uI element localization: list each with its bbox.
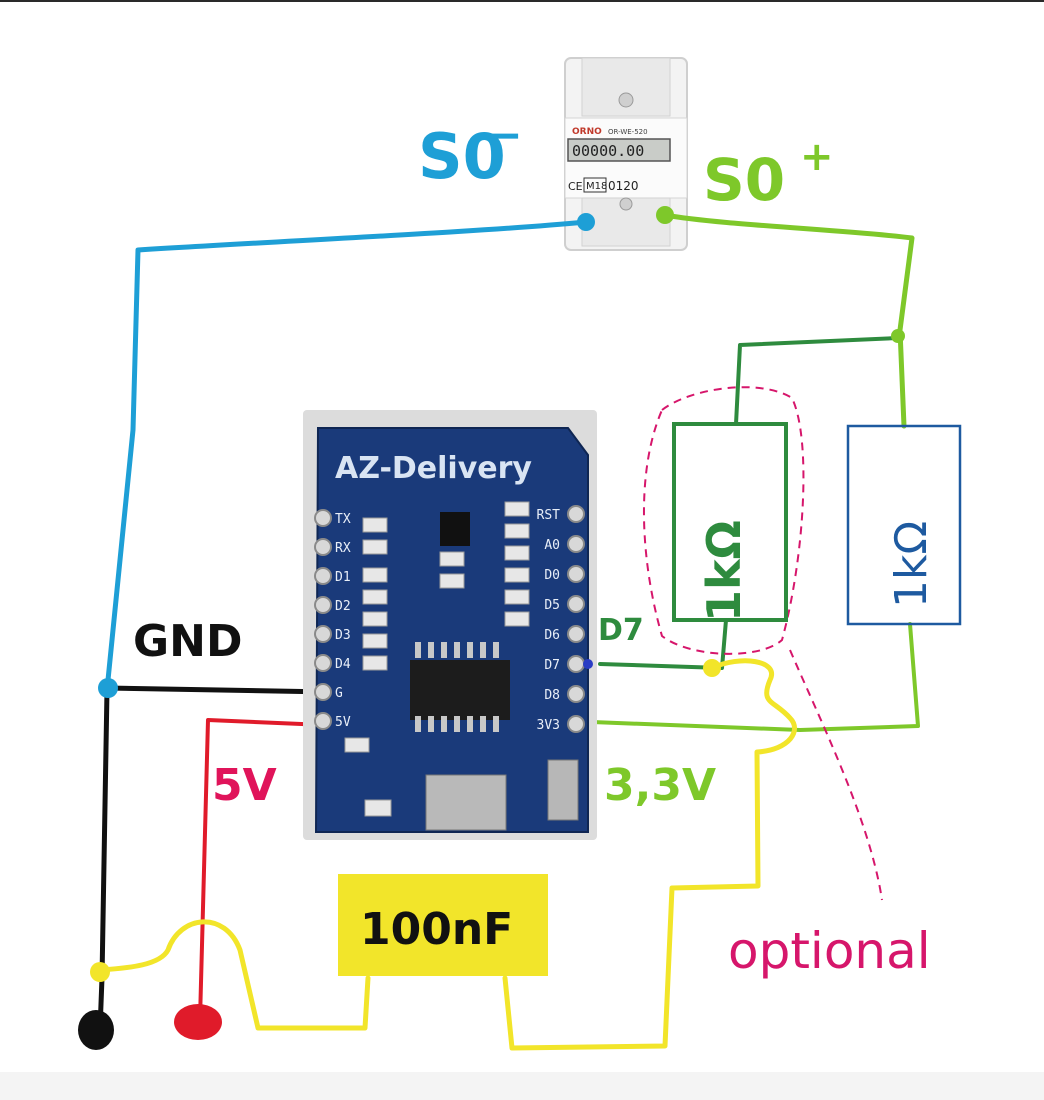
right-pin-label: D8 <box>544 688 560 703</box>
board-chip <box>410 660 510 720</box>
meter-notified-body: 0120 <box>608 179 639 193</box>
optional-resistor: 1kΩ <box>672 422 788 622</box>
s0-plus-wire <box>662 212 915 429</box>
right-pin-label: D0 <box>544 568 560 583</box>
left-pin-pad <box>314 712 332 730</box>
diagram-canvas: ORNO OR-WE-520 00000.00 CE M18 0120 <box>78 57 962 1051</box>
s0-minus-label: S0 <box>418 120 506 193</box>
right-pin-pad <box>567 715 585 733</box>
meter-brand: ORNO <box>572 127 602 137</box>
s0-plus-sign: + <box>800 134 834 180</box>
left-pin-label: D1 <box>335 570 351 585</box>
left-pin-label: D3 <box>335 628 351 643</box>
optional-outline <box>643 386 805 655</box>
meter-model: OR-WE-520 <box>608 128 648 136</box>
three-three-v-wire <box>590 622 920 732</box>
bottom-bar <box>0 1072 1044 1100</box>
capacitor-wire <box>97 658 797 1051</box>
s0-plus-label: S0 <box>703 146 785 214</box>
right-pin-label: A0 <box>544 538 560 553</box>
optional-resistor-top-wire <box>734 336 900 426</box>
d7-wire <box>598 618 728 670</box>
right-pin-pad <box>567 535 585 553</box>
d7-junction <box>583 659 593 669</box>
gnd-wire <box>97 685 333 1033</box>
pullup-resistor-label: 1kΩ <box>886 521 937 608</box>
d7-label: D7 <box>598 613 644 648</box>
left-pin-label: D2 <box>335 599 351 614</box>
meter-ce-mark: CE <box>568 180 583 193</box>
meter-display: 00000.00 <box>572 142 644 160</box>
left-pin-pad <box>314 596 332 614</box>
optional-label: optional <box>728 922 931 980</box>
s0-plus-terminal <box>656 206 674 224</box>
board-regulator <box>440 512 470 546</box>
right-pin-pad <box>567 655 585 673</box>
usb-port <box>425 774 507 831</box>
right-pin-label: D6 <box>544 628 560 643</box>
gnd-capacitor-junction <box>90 962 110 982</box>
s0-minus-sign: − <box>486 110 523 161</box>
right-pin-pad <box>567 625 585 643</box>
capacitor-label: 100nF <box>360 904 513 955</box>
left-pin-label: RX <box>335 541 351 556</box>
capacitor: 100nF <box>338 874 548 976</box>
right-pin-label: D5 <box>544 598 560 613</box>
five-v-label: 5V <box>212 760 277 811</box>
s0-plus-junction <box>891 329 905 343</box>
left-pin-pad <box>314 567 332 585</box>
pullup-resistor: 1kΩ <box>846 424 962 626</box>
left-pin-label: G <box>335 686 343 701</box>
optional-resistor-label: 1kΩ <box>697 520 751 622</box>
five-v-terminal <box>174 1004 222 1040</box>
left-pin-label: D4 <box>335 657 351 672</box>
gnd-junction <box>98 678 118 698</box>
top-border <box>0 0 1044 2</box>
meter-lcd <box>567 138 671 162</box>
meter-m-mark: M18 <box>586 181 607 192</box>
left-pin-pad <box>314 683 332 701</box>
left-pin-pad <box>314 625 332 643</box>
s0-minus-wire <box>104 219 589 693</box>
three-three-v-label: 3,3V <box>604 760 716 811</box>
board-title: AZ-Delivery <box>335 451 532 486</box>
d7-capacitor-junction <box>703 659 721 677</box>
optional-pointer <box>789 649 883 901</box>
left-pin-label: 5V <box>335 715 351 730</box>
energy-meter: ORNO OR-WE-520 00000.00 CE M18 0120 <box>564 57 688 251</box>
gnd-label: GND <box>133 616 242 667</box>
right-pin-label: 3V3 <box>537 718 560 733</box>
wemos-d1-mini-board: AZ-Delivery <box>303 410 597 840</box>
left-pin-pad <box>314 654 332 672</box>
left-pin-label: TX <box>335 512 351 527</box>
right-pin-label: D7 <box>544 658 560 673</box>
reset-button <box>547 759 579 821</box>
right-pin-pad <box>567 595 585 613</box>
right-pin-pad <box>567 565 585 583</box>
right-pin-pad <box>567 505 585 523</box>
right-pin-label: RST <box>537 508 561 523</box>
gnd-terminal <box>78 1010 114 1050</box>
meter-bottom-screw-icon <box>619 197 633 211</box>
right-pin-pad <box>567 685 585 703</box>
meter-top-screw-icon <box>618 92 634 108</box>
left-pin-pad <box>314 538 332 556</box>
s0-minus-terminal <box>577 213 595 231</box>
left-pin-pad <box>314 509 332 527</box>
